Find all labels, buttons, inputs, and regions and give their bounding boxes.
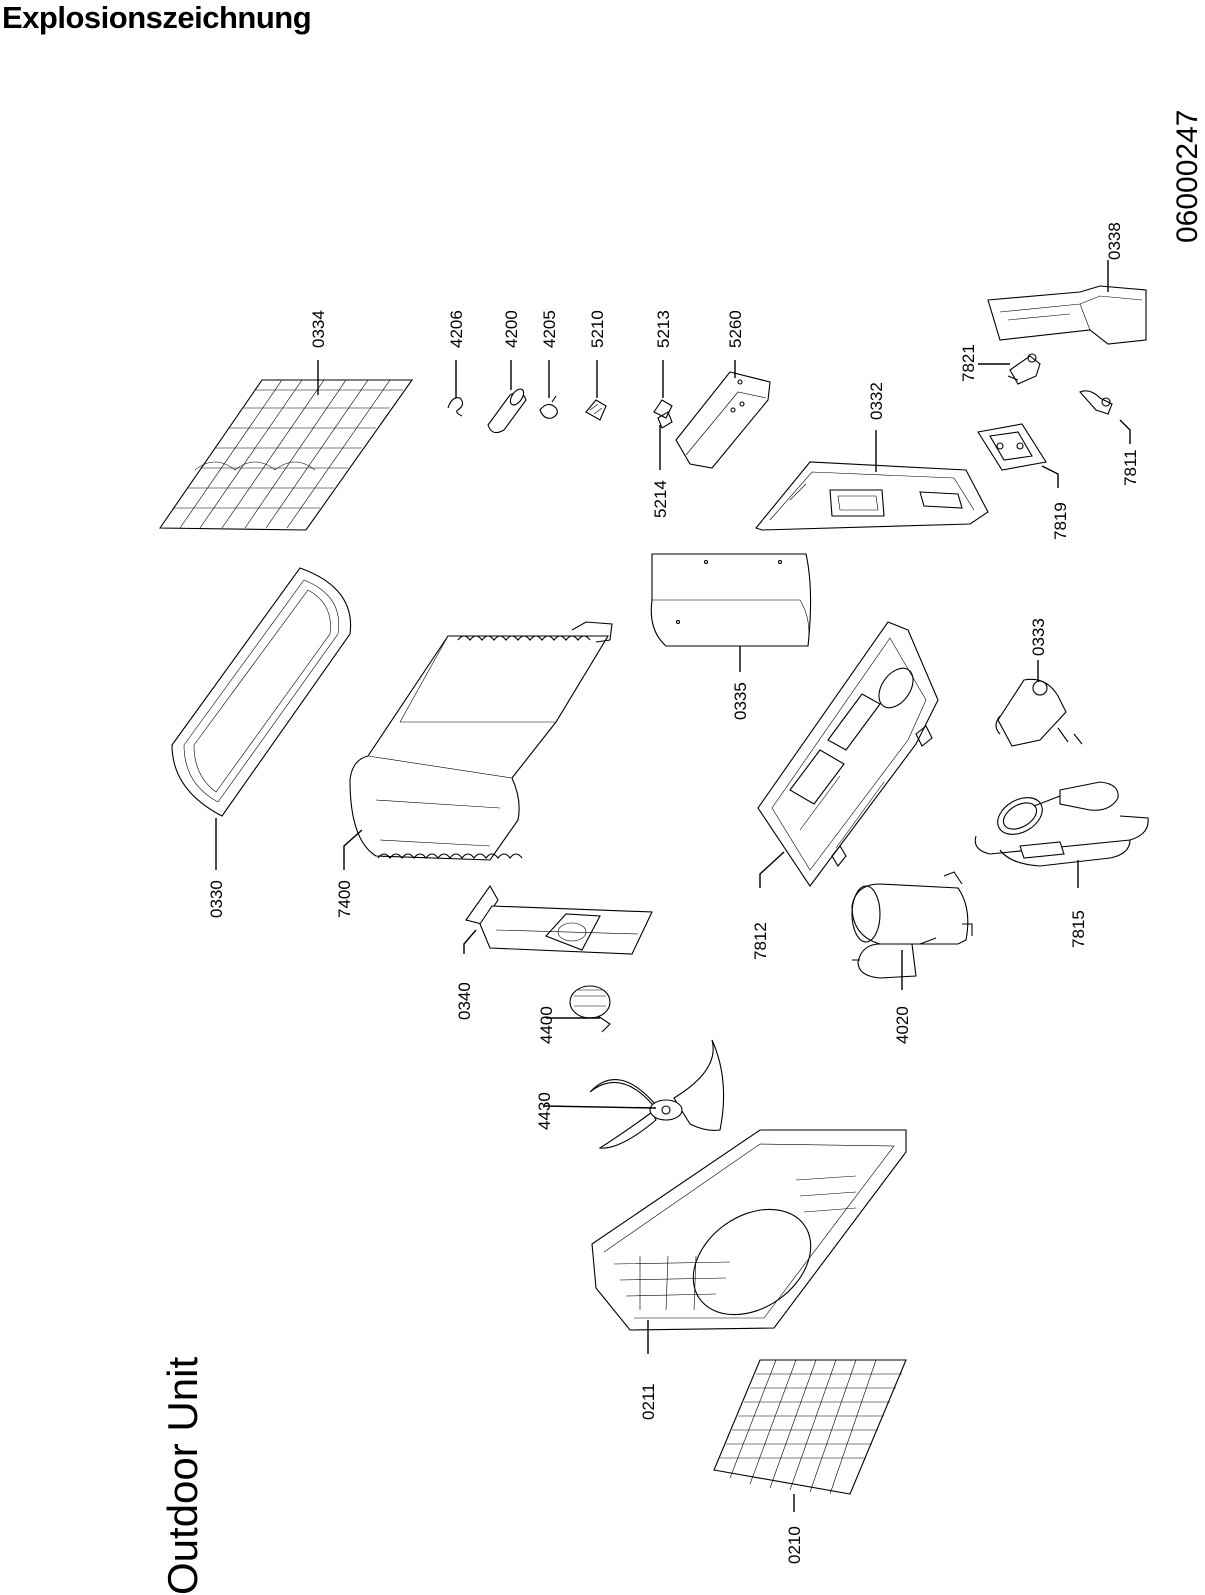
label-7811: 7811: [1121, 449, 1140, 486]
part-0330-top-cover: [171, 567, 352, 817]
label-5260: 5260: [726, 310, 745, 348]
part-4206-wire-clip: [447, 397, 464, 417]
part-4020-compressor: [851, 871, 973, 979]
part-7821-valve-fitting: [1007, 353, 1041, 385]
label-0332: 0332: [867, 382, 886, 420]
label-7812: 0333: [1029, 618, 1048, 656]
label-7400: 7400: [335, 880, 354, 918]
page-title: Explosionszeichnung: [2, 0, 312, 35]
part-7400-condenser-coil: [349, 621, 613, 861]
label-0335: 0335: [731, 682, 750, 720]
part-5260-electric-box-cover: [675, 371, 771, 469]
part-0333-base-plate: [757, 621, 939, 887]
label-0340: 0340: [455, 982, 474, 1020]
part-4400-fan-motor: [569, 985, 611, 1033]
part-4205-capacitor-clamp: [539, 395, 558, 419]
label-4400: 4400: [537, 1006, 556, 1044]
label-5213: 5213: [654, 310, 673, 348]
part-0210-front-grille: [713, 1359, 907, 1495]
label-0211: 0211: [639, 1383, 658, 1420]
part-0338-valve-cover: [987, 285, 1147, 345]
label-5214: 5214: [651, 480, 670, 518]
label-0338: 0338: [1105, 222, 1124, 260]
part-0335-partition-panel: [650, 553, 812, 647]
part-5210-terminal-block: [585, 399, 607, 421]
label-5210: 5210: [588, 310, 607, 348]
label-0334: 0334: [309, 310, 328, 348]
drawing-number: 06000247: [1171, 110, 1204, 243]
label-4200: 4200: [502, 310, 521, 348]
label-4430: 4430: [535, 1092, 554, 1130]
label-7819: 7819: [1051, 502, 1070, 540]
label-4206: 4206: [447, 310, 466, 348]
label-4205: 4205: [540, 310, 559, 348]
unit-label: Outdoor Unit: [159, 1357, 206, 1595]
label-0330: 0330: [207, 880, 226, 918]
part-4430-fan-blade: [589, 1039, 725, 1149]
label-0210: 0210: [785, 1526, 804, 1564]
part-7812-four-way-valve: [995, 678, 1083, 747]
part-5214-terminal-clamp: [657, 411, 673, 429]
part-7819-valve-plate: [977, 423, 1047, 471]
part-0332-side-panel: [755, 461, 989, 531]
part-7811-service-valve: [1079, 390, 1113, 415]
part-7815-piping-assembly: [974, 781, 1149, 867]
label-7821: 7821: [959, 344, 978, 382]
label-0333: 7812: [751, 922, 770, 960]
label-4020: 4020: [893, 1006, 912, 1044]
part-0211-front-panel: [591, 1129, 907, 1331]
part-0334-top-grille: [158, 379, 414, 531]
label-7815: 7815: [1069, 910, 1088, 948]
part-4200-capacitor: [487, 388, 527, 434]
part-0340-motor-bracket: [465, 884, 653, 955]
